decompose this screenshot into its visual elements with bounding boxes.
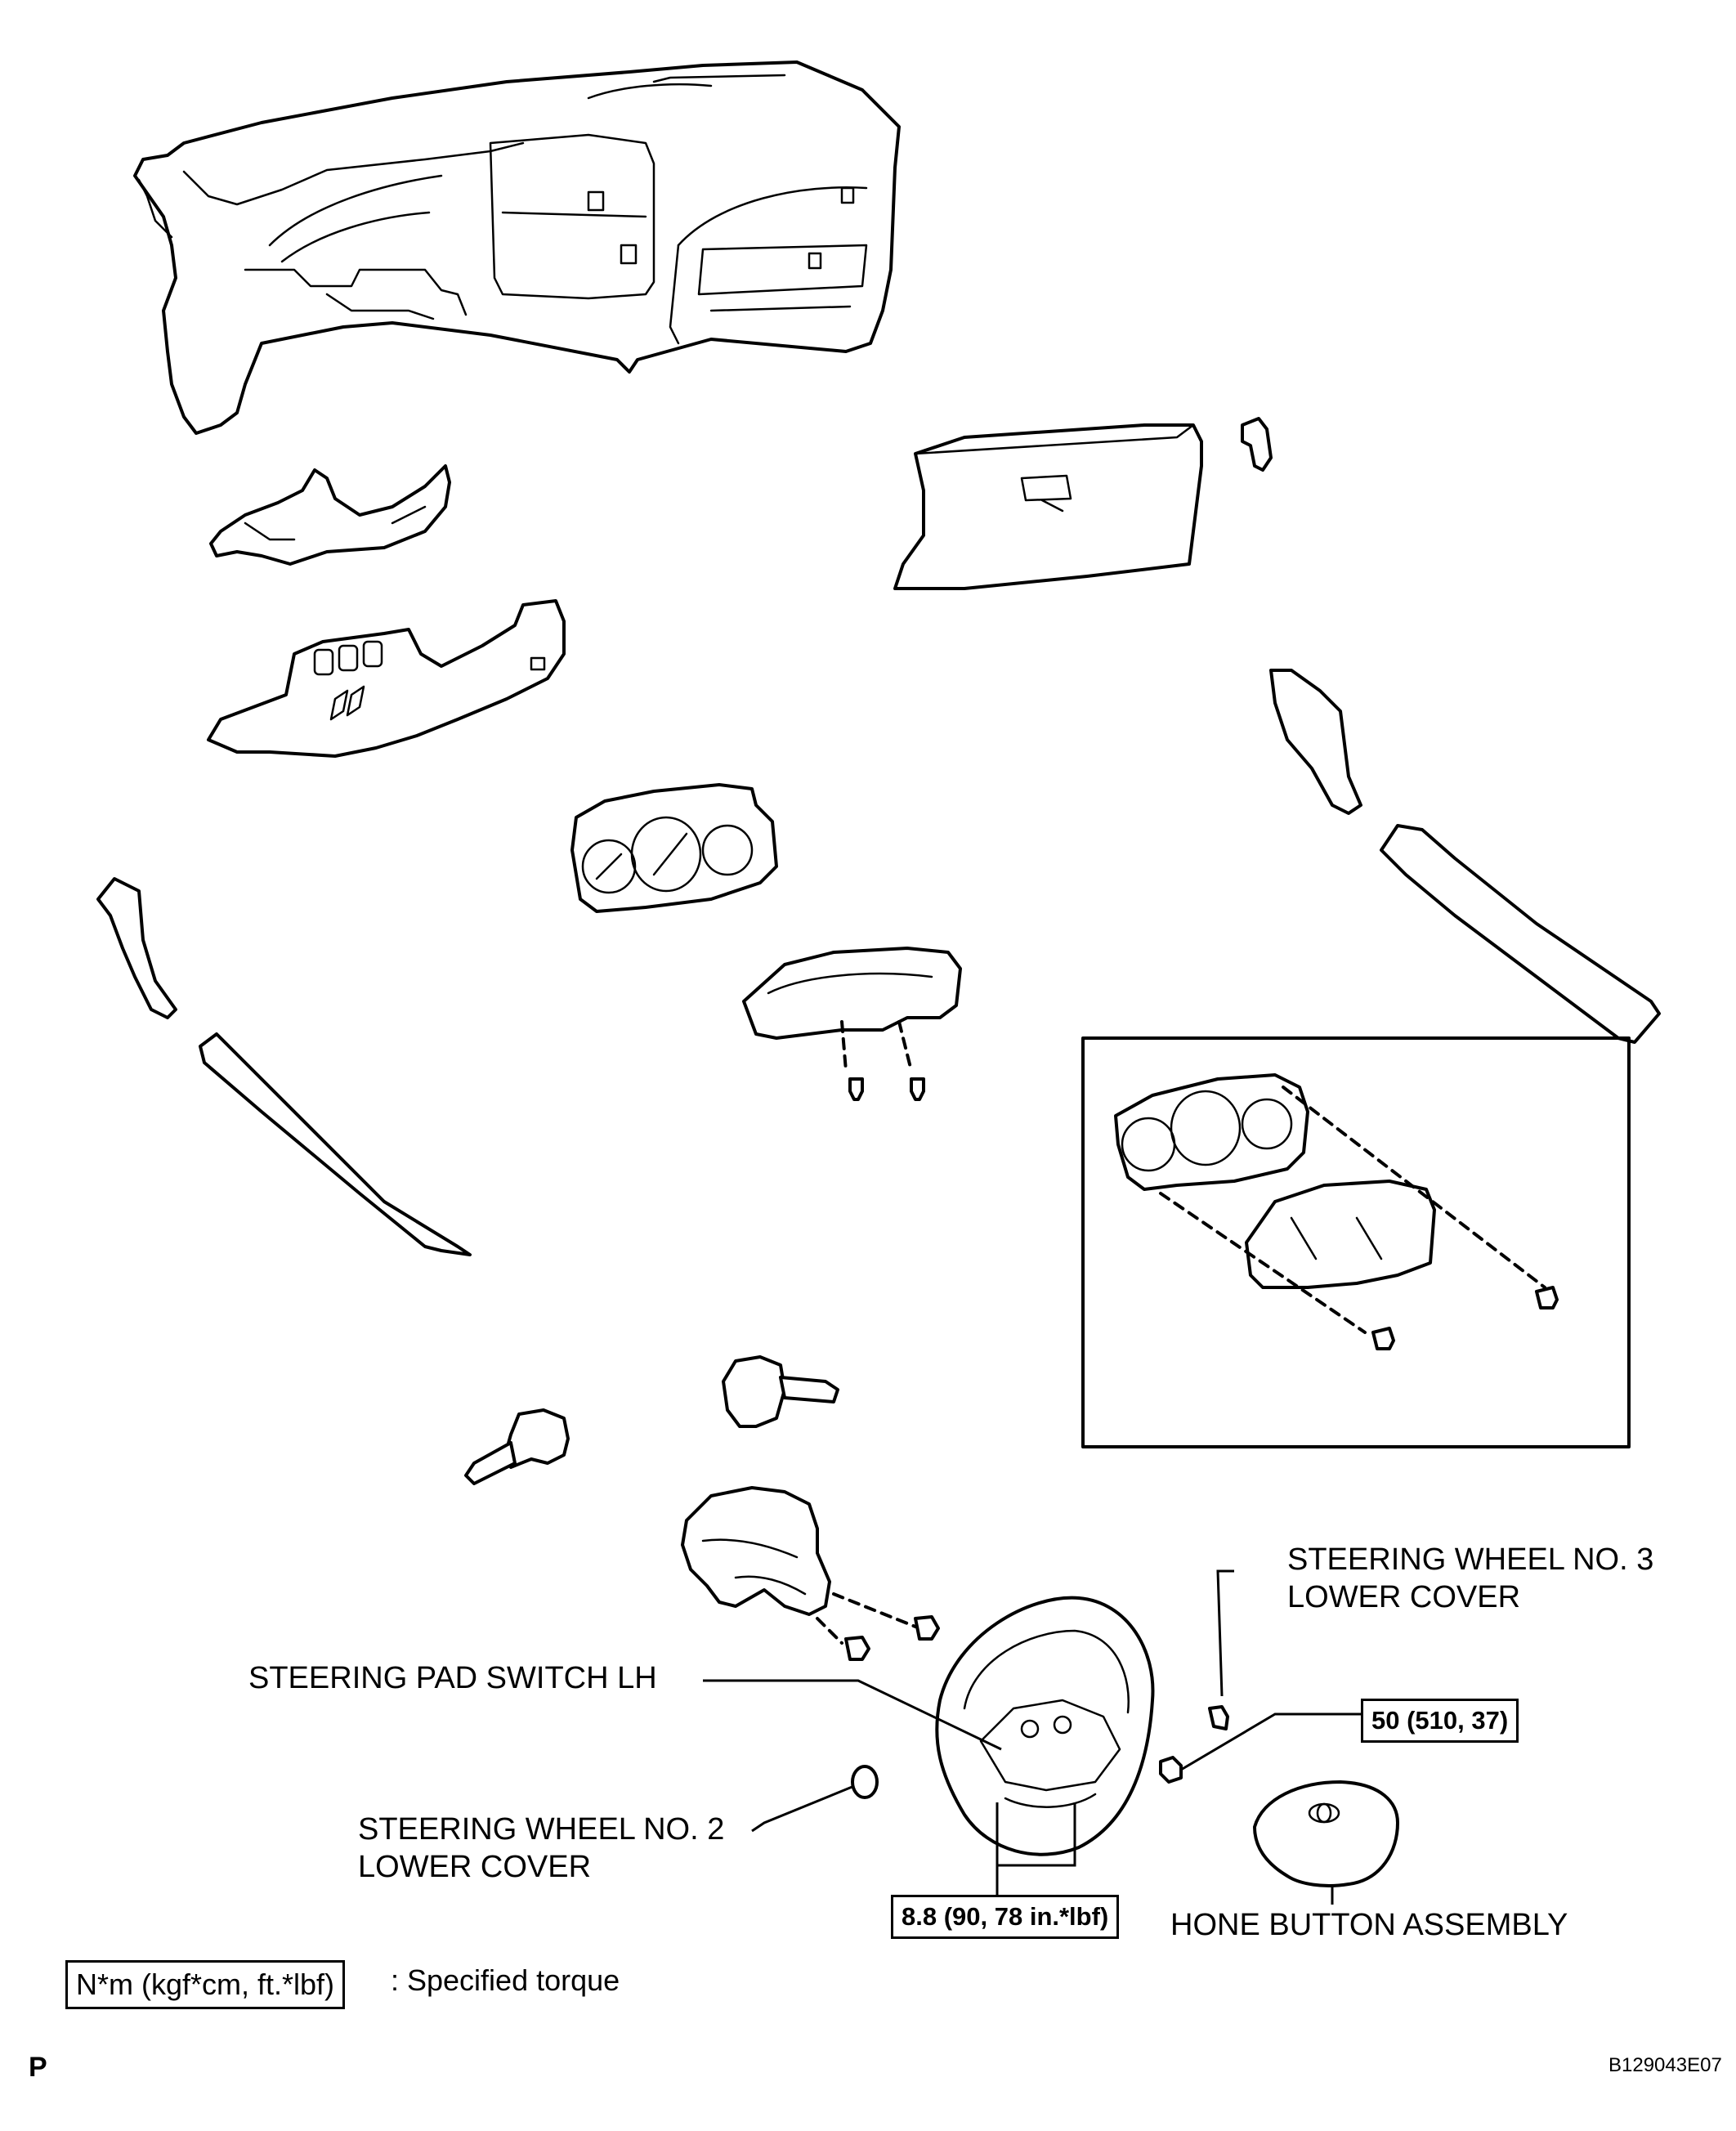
steering-column-cover [681, 1486, 940, 1661]
right-scuff-plate [1380, 824, 1661, 1044]
torque-legend-description: : Specified torque [391, 1963, 620, 1997]
steering-wheel-set-nut [1159, 1756, 1183, 1784]
windshield-wiper-switch [722, 1355, 839, 1428]
horn-button-label: HONE BUTTON ASSEMBLY [1170, 1908, 1568, 1942]
steering-wheel-no2-lower-cover [851, 1765, 879, 1799]
combination-meter [570, 783, 778, 913]
torque-screw-badge: 8.8 (90, 78 in.*lbf) [891, 1895, 1120, 1939]
meter-hood [742, 947, 962, 1101]
lower-panel-cover [207, 599, 566, 758]
retainer-clip [1241, 417, 1273, 472]
steering-wheel-no3-label: STEERING WHEEL NO. 3 LOWER COVER [1287, 1541, 1653, 1616]
inset-detail-box [1081, 1036, 1631, 1448]
left-side-panel [96, 877, 177, 1019]
steering-wheel-no3-lower-cover [1208, 1705, 1229, 1730]
torque-nut-badge: 50 (510, 37) [1361, 1699, 1519, 1743]
steering-wheel-no2-label: STEERING WHEEL NO. 2 LOWER COVER [358, 1811, 724, 1886]
leader-lines [703, 1569, 1361, 1905]
lower-panel-finish-upper [209, 464, 451, 566]
label-line-2: LOWER COVER [1287, 1580, 1521, 1614]
steering-pad-switch-label: STEERING PAD SWITCH LH [248, 1661, 657, 1695]
torque-legend-units: N*m (kgf*cm, ft.*lbf) [65, 1960, 346, 2009]
label-line-2: LOWER COVER [358, 1850, 592, 1884]
headlight-dimmer-switch [464, 1408, 570, 1485]
label-line-1: STEERING WHEEL NO. 2 [358, 1812, 725, 1847]
steering-wheel [935, 1596, 1155, 1856]
right-side-panel [1269, 669, 1362, 815]
label-line-1: STEERING WHEEL NO. 3 [1287, 1542, 1654, 1577]
horn-button-assembly [1253, 1780, 1399, 1887]
glove-compartment [893, 423, 1203, 590]
instrument-panel [133, 60, 901, 435]
figure-id: B129043E07 [1608, 2054, 1722, 2076]
left-scuff-plate [199, 1032, 472, 1256]
page-code: P [29, 2052, 47, 2083]
